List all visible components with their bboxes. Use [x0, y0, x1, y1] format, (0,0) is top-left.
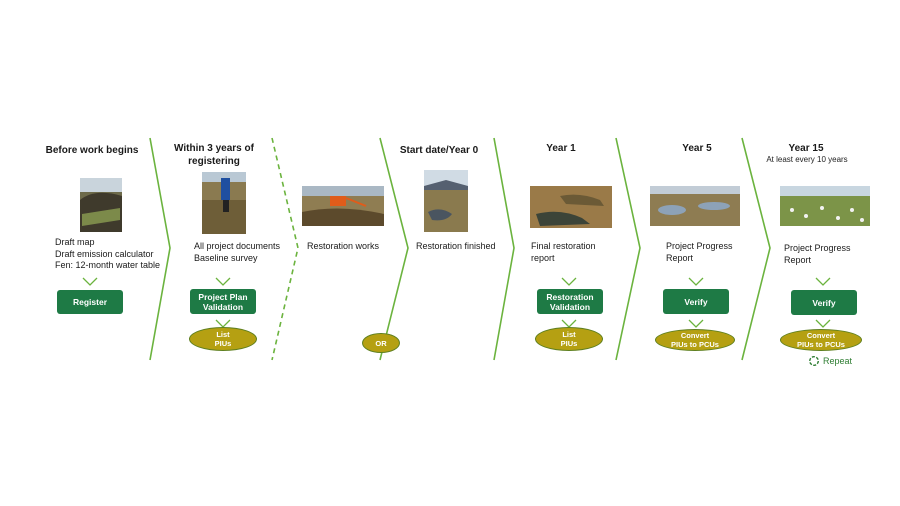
- convert-pius-pill[interactable]: Convert PIUs to PCUs: [780, 329, 862, 351]
- text-project-documents: All project documents Baseline survey: [194, 241, 294, 264]
- heading-within-3-years: Within 3 years of registering: [164, 142, 264, 168]
- photo-year15-cottongrass: [780, 186, 870, 226]
- subheading-every-10-years: At least every 10 years: [752, 155, 862, 164]
- photo-peat-bank: [80, 178, 122, 232]
- text-before-work: Draft map Draft emission calculator Fen:…: [55, 237, 175, 272]
- text-restoration-works: Restoration works: [307, 241, 397, 253]
- repeat-icon: [808, 355, 820, 367]
- text-progress-report-year5: Project Progress Report: [666, 241, 756, 264]
- list-pius-pill[interactable]: List PIUs: [189, 327, 257, 351]
- chevron-down-icon: [216, 278, 230, 285]
- verify-button-year5[interactable]: Verify: [663, 289, 729, 314]
- text-final-restoration-report: Final restoration report: [531, 241, 621, 264]
- project-plan-validation-button[interactable]: Project Plan Validation: [190, 289, 256, 314]
- chevron-down-icon: [83, 278, 97, 285]
- register-button[interactable]: Register: [57, 290, 123, 314]
- heading-start-date: Start date/Year 0: [384, 144, 494, 157]
- photo-year1-pools: [530, 186, 612, 228]
- chevron-down-icon: [816, 320, 830, 327]
- text-progress-report-year15: Project Progress Report: [784, 243, 874, 266]
- chevron-down-icon: [689, 278, 703, 285]
- restoration-validation-button[interactable]: Restoration Validation: [537, 289, 603, 314]
- heading-before-work: Before work begins: [30, 144, 154, 157]
- heading-year-1: Year 1: [530, 142, 592, 155]
- photo-surveyor: [202, 172, 246, 234]
- repeat-label: Repeat: [823, 356, 852, 366]
- chevron-down-icon: [562, 278, 576, 285]
- verify-button-year15[interactable]: Verify: [791, 290, 857, 315]
- chevron-down-icon: [816, 278, 830, 285]
- photo-excavator: [302, 186, 384, 226]
- repeat-indicator: Repeat: [808, 355, 852, 367]
- or-pill: OR: [362, 333, 400, 353]
- chevron-down-icon: [216, 320, 230, 327]
- list-pius-pill[interactable]: List PIUs: [535, 327, 603, 351]
- chevron-down-icon: [562, 320, 576, 327]
- chevron-down-icon: [689, 320, 703, 327]
- photo-year5-pools: [650, 186, 740, 226]
- heading-year-15: Year 15: [772, 142, 840, 155]
- text-restoration-finished: Restoration finished: [416, 241, 516, 253]
- heading-year-5: Year 5: [666, 142, 728, 155]
- convert-pius-pill[interactable]: Convert PIUs to PCUs: [655, 329, 735, 351]
- photo-restored-bog: [424, 170, 468, 232]
